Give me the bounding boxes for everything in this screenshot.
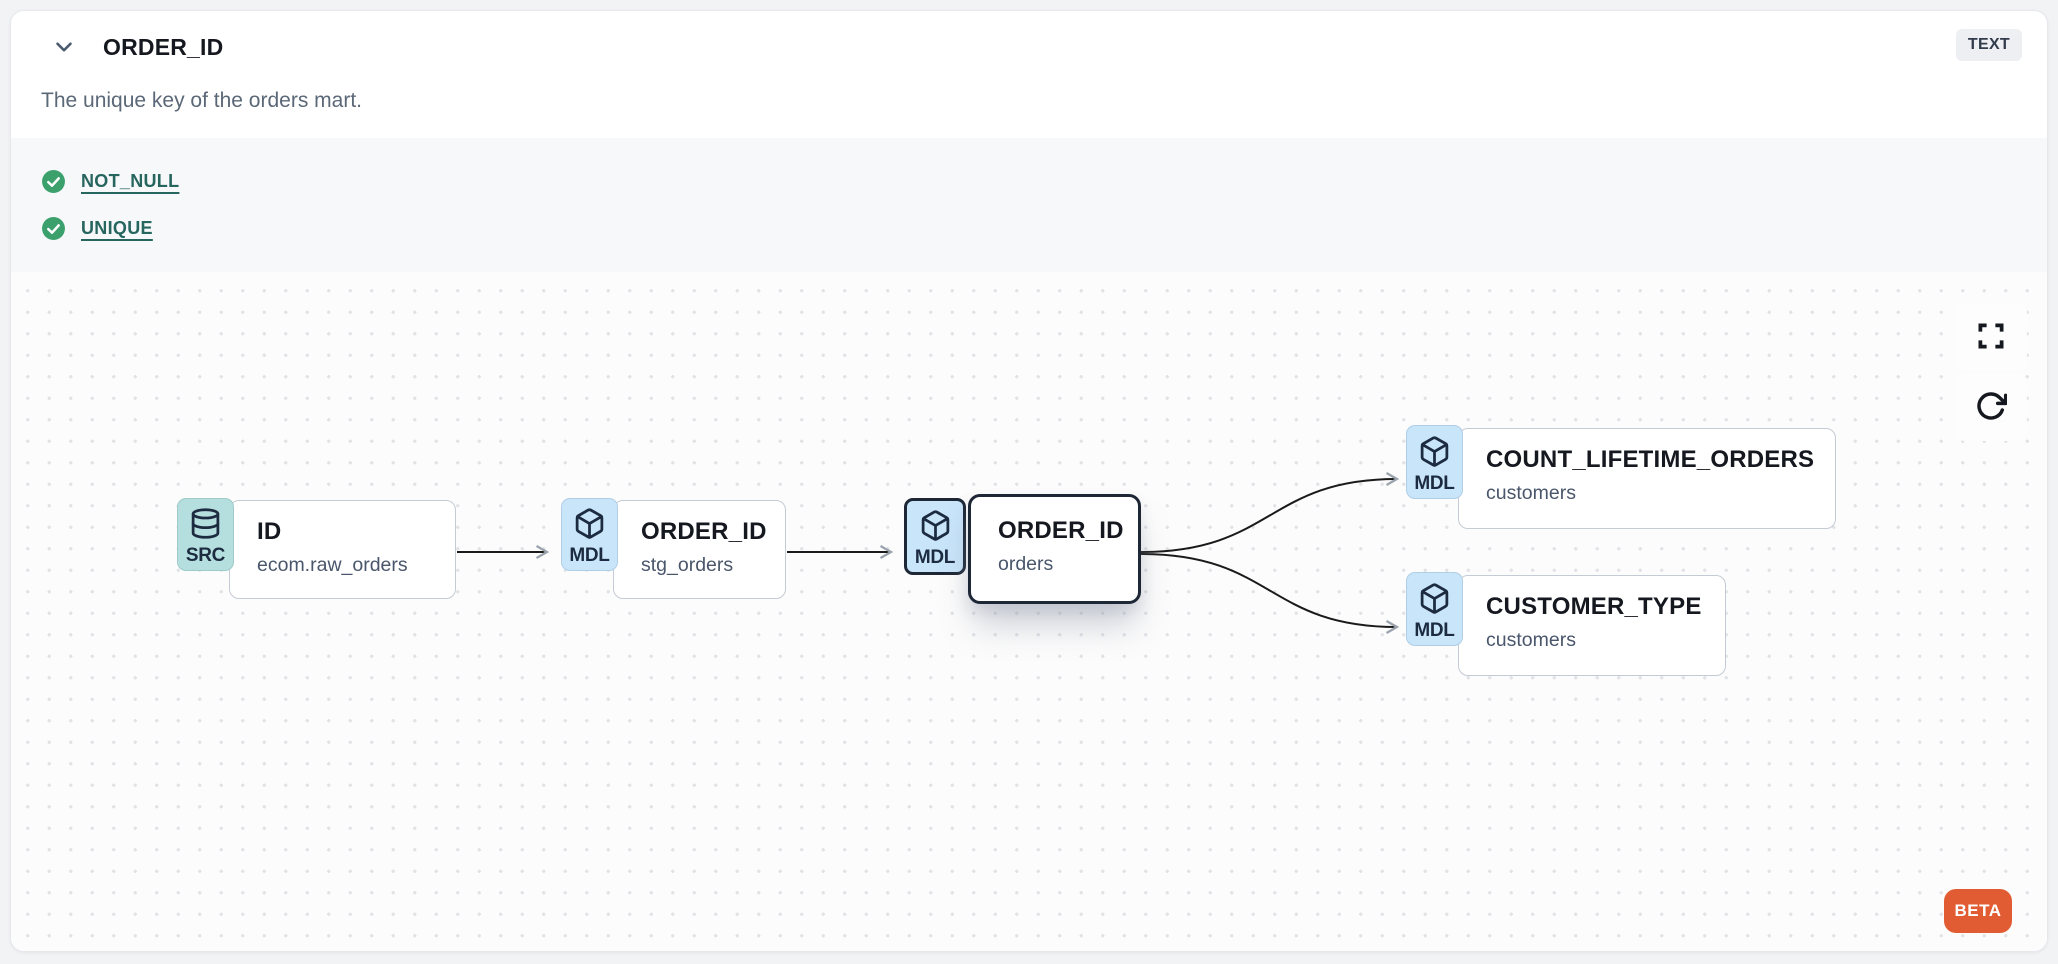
test-row-not-null: NOT_NULL	[41, 165, 2019, 199]
fullscreen-icon	[1976, 321, 2006, 354]
node-body: CUSTOMER_TYPE customers	[1458, 575, 1726, 676]
test-link-not-null[interactable]: NOT_NULL	[81, 171, 180, 191]
node-body: ORDER_ID orders	[968, 494, 1141, 604]
model-chip: MDL	[1406, 425, 1463, 499]
node-subtitle: ecom.raw_orders	[257, 554, 408, 576]
chip-label: MDL	[914, 547, 956, 569]
lineage-edges	[457, 472, 1400, 634]
column-title: ORDER_ID	[103, 34, 224, 60]
chip-label: MDL	[1414, 619, 1455, 641]
test-row-unique: UNIQUE	[41, 212, 2019, 246]
refresh-icon	[1975, 390, 2008, 425]
model-chip: MDL	[561, 498, 618, 571]
column-details-card: ORDER_ID TEXT The unique key of the orde…	[10, 10, 2048, 952]
refresh-button[interactable]	[1955, 373, 2027, 441]
tests-section: NOT_NULL UNIQUE	[11, 138, 2047, 272]
check-circle-icon	[41, 216, 66, 241]
node-title: ID	[257, 518, 282, 545]
node-body: ID ecom.raw_orders	[229, 500, 456, 599]
fullscreen-button[interactable]	[1955, 303, 2027, 371]
cube-icon	[1418, 435, 1451, 473]
node-subtitle: orders	[998, 553, 1054, 575]
test-link-unique[interactable]: UNIQUE	[81, 218, 153, 238]
model-chip: MDL	[904, 498, 966, 575]
node-title: ORDER_ID	[998, 517, 1124, 544]
node-title: COUNT_LIFETIME_ORDERS	[1486, 446, 1815, 473]
beta-badge: BETA	[1944, 889, 2012, 933]
chip-label: MDL	[1414, 472, 1455, 494]
model-chip: MDL	[1406, 572, 1463, 646]
chevron-down-icon	[51, 34, 77, 63]
cube-icon	[573, 507, 606, 545]
node-title: CUSTOMER_TYPE	[1486, 593, 1702, 620]
chip-label: MDL	[569, 545, 610, 567]
cube-icon	[919, 509, 952, 547]
column-description: The unique key of the orders mart.	[41, 89, 362, 112]
node-title: ORDER_ID	[641, 518, 767, 545]
source-chip: SRC	[177, 498, 234, 571]
database-icon	[189, 507, 222, 545]
type-badge: TEXT	[1955, 29, 2022, 61]
node-subtitle: customers	[1486, 482, 1576, 504]
header: ORDER_ID TEXT The unique key of the orde…	[11, 11, 2047, 138]
chip-label: SRC	[185, 545, 226, 567]
lineage-canvas[interactable]: SRC ID ecom.raw_orders MDL ORDER_ID stg	[11, 272, 2047, 951]
cube-icon	[1418, 582, 1451, 620]
collapse-toggle-button[interactable]	[47, 31, 81, 65]
node-body: COUNT_LIFETIME_ORDERS customers	[1458, 428, 1836, 529]
node-subtitle: customers	[1486, 629, 1576, 651]
check-circle-icon	[41, 169, 66, 194]
node-body: ORDER_ID stg_orders	[613, 500, 786, 599]
node-subtitle: stg_orders	[641, 554, 734, 576]
